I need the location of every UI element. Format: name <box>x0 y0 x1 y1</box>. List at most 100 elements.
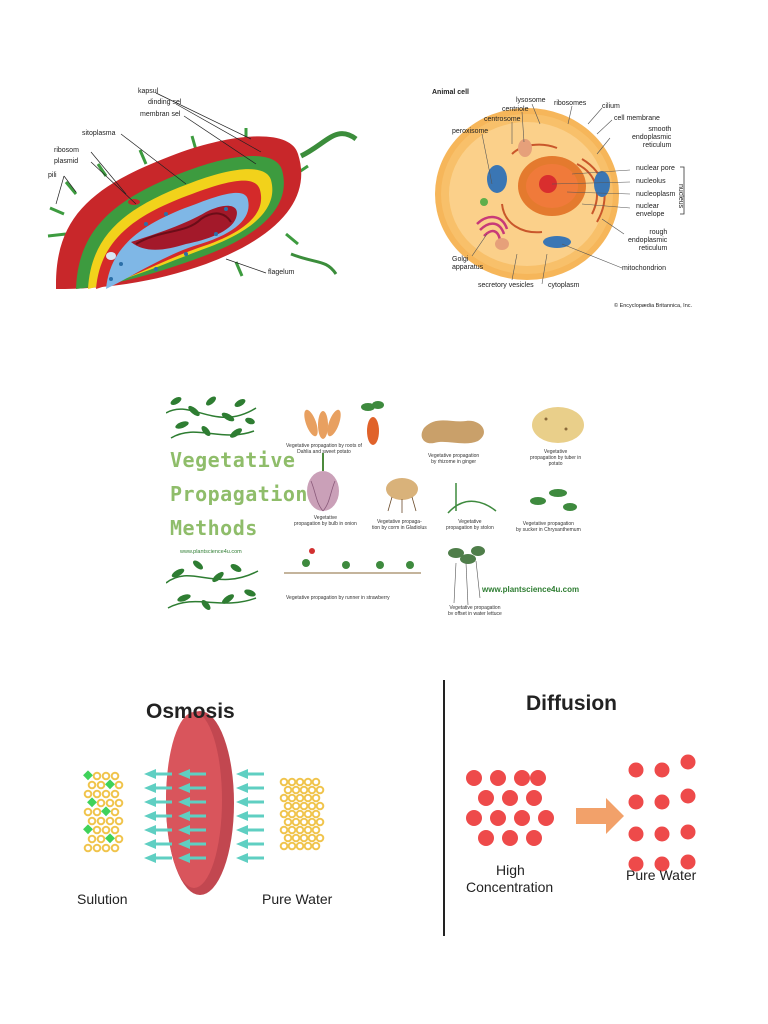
animal-cell-illustration <box>435 103 685 285</box>
label-peroxisome: peroxisome <box>452 128 489 135</box>
particle <box>628 762 644 778</box>
water-molecule <box>83 843 93 853</box>
water-molecule <box>291 817 301 827</box>
water-molecule <box>101 825 111 835</box>
vegetative-propagation-diagram: Vegetative Propagation Methods www.plant… <box>166 393 602 615</box>
water-molecule <box>283 833 293 843</box>
solute-particle <box>83 770 93 781</box>
caption-onion: Vegetative propagation by bulb in onion <box>294 515 357 527</box>
water-molecule <box>311 841 321 851</box>
arrow-icon <box>144 853 172 863</box>
water-molecule <box>311 793 321 803</box>
water-molecule <box>303 777 313 787</box>
arrow-icon <box>178 783 206 793</box>
water-molecule <box>303 793 313 803</box>
water-molecule <box>110 807 120 817</box>
label-nucleoplasm: nucleoplasm <box>636 191 676 198</box>
particle <box>526 790 542 806</box>
particle <box>490 770 506 786</box>
arrow-icon <box>178 769 206 779</box>
water-molecule <box>105 798 115 808</box>
diffusion-title: Diffusion <box>526 692 617 715</box>
diffusion-arrow-icon <box>576 798 624 834</box>
arrow-icon <box>144 839 172 849</box>
particle <box>538 810 554 826</box>
water-molecule <box>307 833 317 843</box>
water-molecule <box>295 777 305 787</box>
water-molecule <box>92 825 102 835</box>
water-molecule <box>315 833 325 843</box>
water-molecule <box>96 780 106 790</box>
particle <box>654 794 670 810</box>
solute-particle <box>105 833 115 844</box>
particle <box>680 754 696 770</box>
vegetative-illustration <box>166 396 584 610</box>
arrow-icon <box>178 853 206 863</box>
water-molecule <box>299 801 309 811</box>
label-nuclear-pore: nuclear pore <box>636 165 675 172</box>
water-molecule <box>105 816 115 826</box>
vegetative-title-line-2: Propagation <box>170 482 308 506</box>
label-mitochondrion: mitochondrion <box>622 265 666 272</box>
water-molecule <box>307 817 317 827</box>
caption-chrysanthemum: Vegetative propagation by sucker in Chry… <box>516 521 581 533</box>
water-molecule <box>283 785 293 795</box>
water-molecule <box>92 807 102 817</box>
water-molecule <box>303 809 313 819</box>
label-ribosomes: ribosomes <box>554 100 587 107</box>
arrow-icon <box>236 769 264 779</box>
animal-cell-title: Animal cell <box>432 89 469 96</box>
britannica-credit: © Encyclopædia Britannica, Inc. <box>614 303 693 309</box>
water-molecule <box>303 841 313 851</box>
label-centrosome: centrosome <box>484 116 521 123</box>
particle <box>654 762 670 778</box>
arrow-icon <box>144 769 172 779</box>
arrow-icon <box>144 811 172 821</box>
label-secretory-vesicles: secretory vesicles <box>478 282 534 289</box>
water-molecule <box>291 833 301 843</box>
water-molecule <box>92 771 102 781</box>
water-molecule <box>110 843 120 853</box>
water-molecule <box>279 809 289 819</box>
water-molecule <box>299 817 309 827</box>
vertical-divider <box>443 680 445 936</box>
water-molecule <box>291 785 301 795</box>
water-molecule <box>287 825 297 835</box>
water-molecule <box>287 793 297 803</box>
particle <box>628 794 644 810</box>
water-molecule <box>114 816 124 826</box>
water-molecule <box>114 780 124 790</box>
label-golgi: Golgi apparatus <box>452 256 484 271</box>
water-molecule <box>92 789 102 799</box>
water-molecule <box>279 777 289 787</box>
label-lysosome: lysosome <box>516 97 546 104</box>
caption-gladiolus: Vegetative propaga- tion by corm in Glad… <box>372 519 427 531</box>
water-molecule <box>299 833 309 843</box>
particle <box>514 770 530 786</box>
water-molecule <box>83 789 93 799</box>
label-cytoplasm: cytoplasm <box>548 282 580 289</box>
bacteria-diagram: kapsul dinding sel membran sel sitoplasm… <box>36 84 366 289</box>
water-molecule <box>311 825 321 835</box>
label-dinding-sel: dinding sel <box>148 99 182 106</box>
arrow-icon <box>178 811 206 821</box>
water-molecule <box>114 798 124 808</box>
particle <box>514 810 530 826</box>
particle <box>654 856 670 872</box>
label-centriole: centriole <box>502 106 529 113</box>
water-molecule <box>283 817 293 827</box>
water-molecule <box>92 843 102 853</box>
water-molecule <box>307 785 317 795</box>
particle <box>680 788 696 804</box>
particle <box>502 830 518 846</box>
water-molecule <box>291 801 301 811</box>
label-kapsul: kapsul <box>138 88 159 95</box>
water-molecule <box>295 841 305 851</box>
diffusion-diagram: Diffusion High Concentration Pure Water <box>448 678 738 936</box>
water-molecule <box>110 825 120 835</box>
label-plasmid: plasmid <box>54 158 79 165</box>
water-molecule <box>279 841 289 851</box>
arrow-icon <box>144 797 172 807</box>
label-cilium: cilium <box>602 103 620 110</box>
particle <box>628 856 644 872</box>
